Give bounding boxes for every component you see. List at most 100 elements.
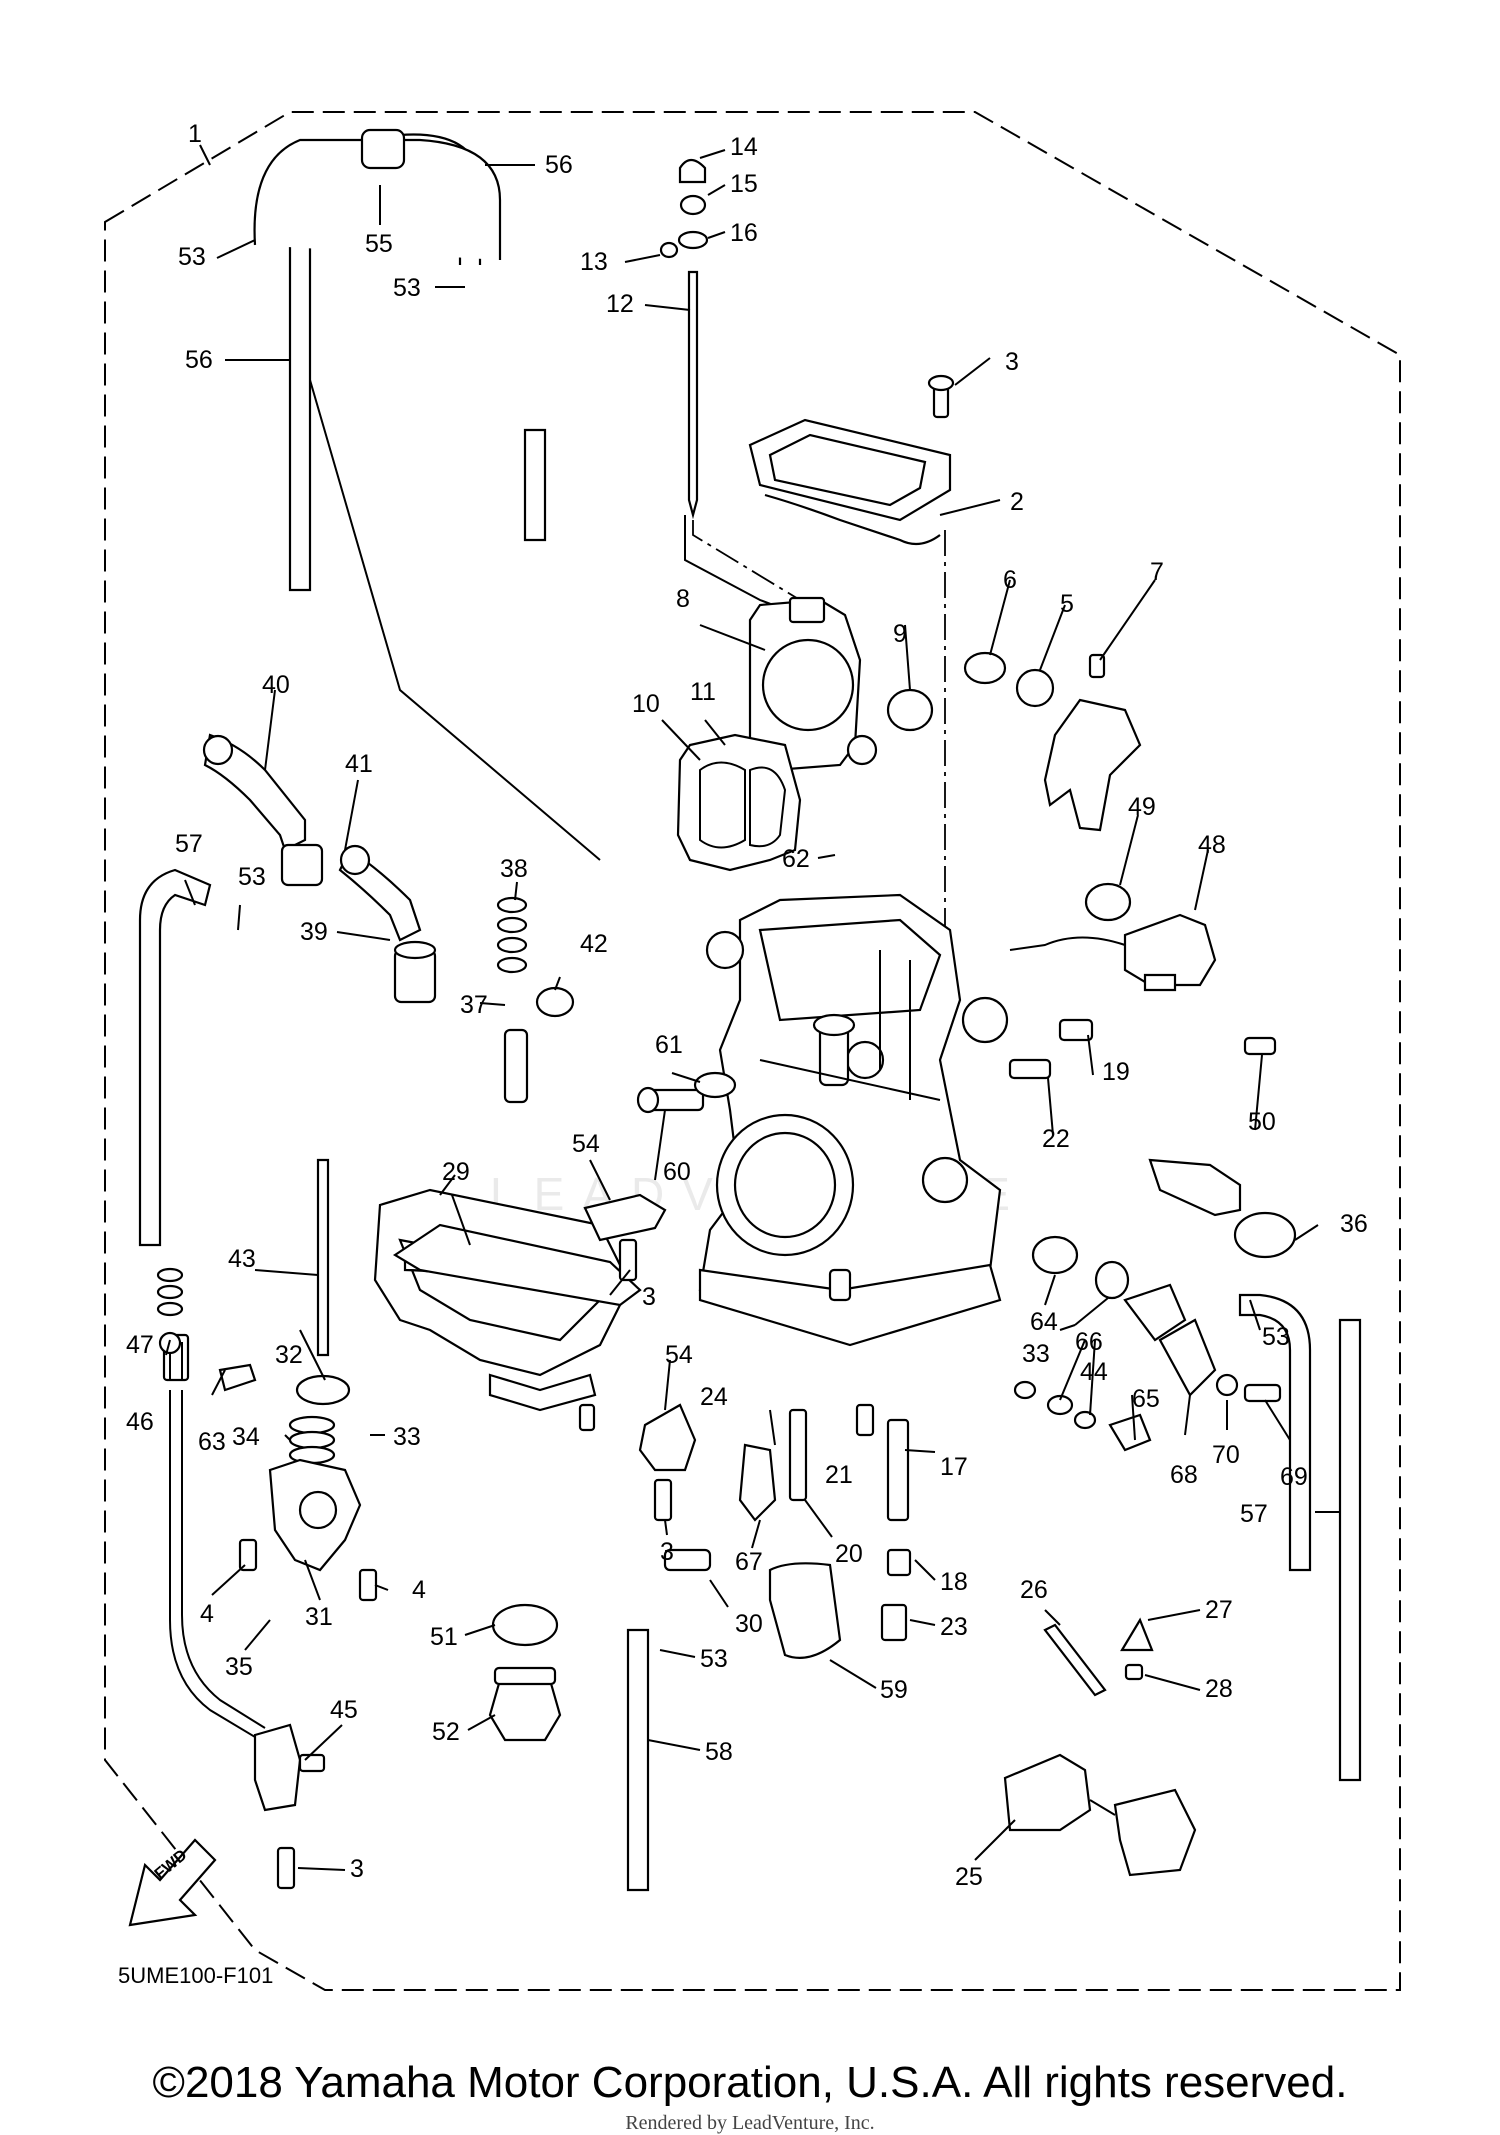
callout-17: 17 [940,1453,968,1481]
callout-20: 20 [835,1540,863,1568]
jet-needle-assembly [659,158,709,520]
throttle-plate [676,733,802,872]
callout-1: 1 [188,120,202,148]
callout-53: 53 [178,243,206,271]
callout-36: 36 [1340,1210,1368,1238]
jets [738,1403,1154,1697]
callout-31: 31 [305,1603,333,1631]
callout-labels: 1 14 15 16 56 53 55 53 13 12 56 3 2 8 9 … [126,120,1368,1891]
callout-48: 48 [1198,831,1226,859]
callout-5: 5 [1060,590,1074,618]
float-bowl [373,1188,632,1432]
callout-7: 7 [1150,558,1164,586]
callout-26: 26 [1020,1576,1048,1604]
callout-47: 47 [126,1331,154,1359]
callout-40: 40 [262,671,290,699]
callout-44: 44 [1080,1358,1108,1386]
carburetor-body [698,893,1009,1347]
air-vent-fittings [202,733,575,1104]
callout-66: 66 [1075,1328,1103,1356]
spring-47 [156,1267,184,1317]
callout-15: 15 [730,170,758,198]
callout-3: 3 [350,1855,364,1883]
callout-55: 55 [365,230,393,258]
callout-30: 30 [735,1610,763,1638]
callout-53: 53 [393,274,421,302]
bolts [238,1238,712,1890]
callout-35: 35 [225,1653,253,1681]
callout-14: 14 [730,133,758,161]
callout-33: 33 [1022,1340,1050,1368]
callout-63: 63 [198,1428,226,1456]
spring-34 [288,1415,336,1465]
throttle-valve [748,596,934,772]
callout-6: 6 [1003,566,1017,594]
callout-68: 68 [1170,1461,1198,1489]
callout-21: 21 [825,1461,853,1489]
callout-3: 3 [1005,348,1019,376]
accel-pump-linkage [828,1235,1282,1452]
callout-65: 65 [1132,1385,1160,1413]
callout-67: 67 [735,1548,763,1576]
sensor-connector [1003,1753,1197,1877]
callout-3: 3 [660,1538,674,1566]
callout-53: 53 [1262,1323,1290,1351]
callout-16: 16 [730,219,758,247]
callout-29: 29 [442,1158,470,1186]
callout-12: 12 [606,290,634,318]
plates-54 [583,1193,697,1472]
callout-53: 53 [238,863,266,891]
callout-57: 57 [175,830,203,858]
callout-56: 56 [185,346,213,374]
callout-43: 43 [228,1245,256,1273]
callout-13: 13 [580,248,608,276]
callout-27: 27 [1205,1596,1233,1624]
callout-56: 56 [545,151,573,179]
callout-54: 54 [665,1341,693,1369]
callout-23: 23 [940,1613,968,1641]
callout-41: 41 [345,750,373,778]
top-cover [748,374,955,546]
rendered-by-notice: Rendered by LeadVenture, Inc. [625,2112,875,2134]
callout-34: 34 [232,1423,260,1451]
callout-57: 57 [1240,1500,1268,1528]
callout-38: 38 [500,855,528,883]
callout-45: 45 [330,1696,358,1724]
callout-62: 62 [782,845,810,873]
callout-42: 42 [580,930,608,958]
callout-60: 60 [663,1158,691,1186]
vent-hose-upper [253,128,547,592]
throttle-sensor-cable [162,1333,326,1812]
callout-18: 18 [940,1568,968,1596]
callout-2: 2 [1010,488,1024,516]
float-bowl-gasket [392,1223,642,1307]
callout-9: 9 [893,620,907,648]
pilot-screw [636,1071,737,1114]
assembly-boundary [104,111,1401,1991]
callout-10: 10 [632,690,660,718]
callout-37: 37 [460,991,488,1019]
callout-52: 52 [432,1718,460,1746]
callout-4: 4 [200,1600,214,1628]
leader-lines [165,144,1340,1871]
callout-8: 8 [676,585,690,613]
callout-28: 28 [1205,1675,1233,1703]
overflow-hoses [138,868,1362,1892]
throttle-position-sensor [1009,913,1217,992]
starter-plunger [1008,1018,1297,1259]
callout-50: 50 [1248,1108,1276,1136]
callout-51: 51 [430,1623,458,1651]
callout-49: 49 [1128,793,1156,821]
spring-38 [496,896,528,974]
callout-22: 22 [1042,1125,1070,1153]
callout-39: 39 [300,918,328,946]
throttle-lever [963,651,1142,832]
drain-plug [488,1603,562,1742]
callout-33: 33 [393,1423,421,1451]
callout-46: 46 [126,1408,154,1436]
callout-3: 3 [642,1283,656,1311]
callout-54: 54 [572,1130,600,1158]
diagram-code: 5UME100-F101 [118,1963,273,1988]
callout-53: 53 [700,1645,728,1673]
